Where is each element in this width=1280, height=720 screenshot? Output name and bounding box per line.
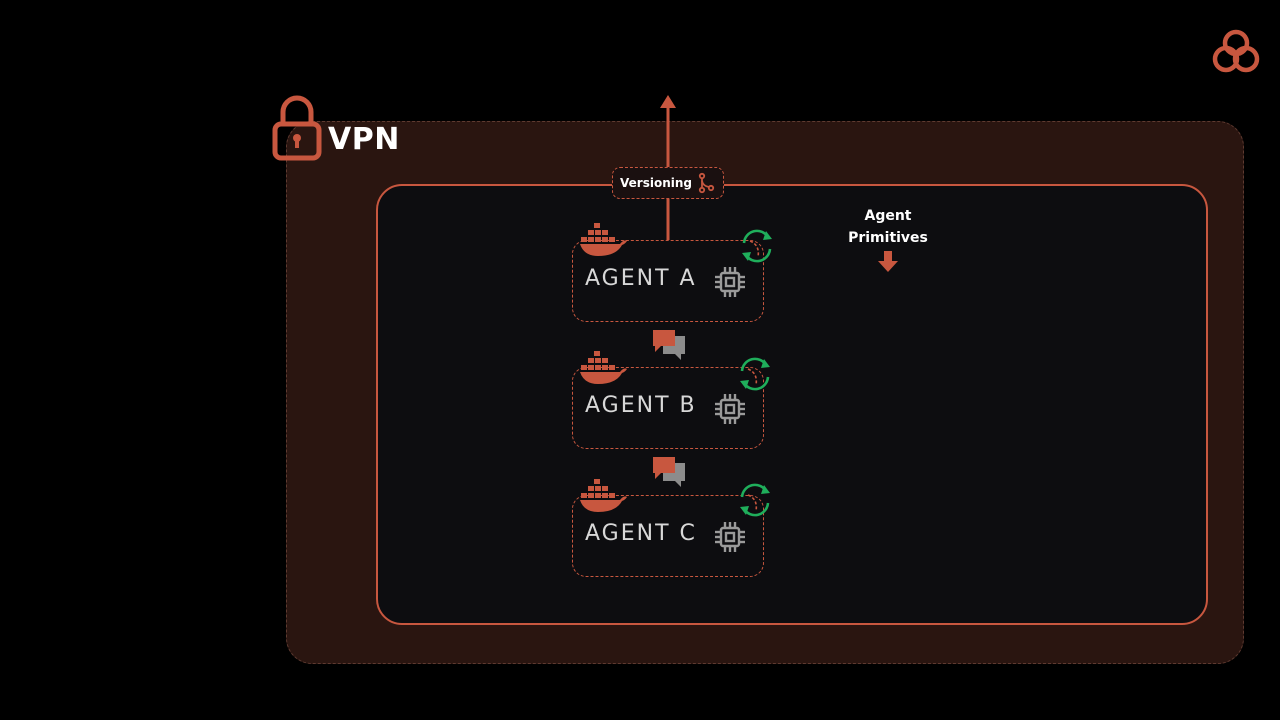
sync-icon bbox=[742, 229, 772, 263]
agent-label: AGENT A bbox=[585, 266, 697, 291]
chat-bubbles-icon bbox=[653, 457, 685, 487]
agent-card[interactable]: AGENT C bbox=[572, 495, 764, 577]
cpu-chip-icon bbox=[715, 394, 745, 424]
arrow-down-icon bbox=[878, 251, 898, 272]
git-branch-icon bbox=[698, 172, 715, 194]
agent-primitives-label: Agent Primitives bbox=[828, 205, 948, 249]
chat-bubbles-icon bbox=[653, 330, 685, 360]
sync-icon bbox=[740, 483, 770, 517]
cpu-chip-icon bbox=[715, 522, 745, 552]
agent-environment-box bbox=[376, 184, 1208, 625]
primitives-line-2: Primitives bbox=[848, 230, 928, 246]
agent-label: AGENT C bbox=[585, 521, 697, 546]
vpn-label: VPN bbox=[328, 122, 400, 157]
brand-knot-icon bbox=[1212, 29, 1260, 73]
docker-icon bbox=[580, 479, 627, 512]
versioning-badge: Versioning bbox=[612, 167, 724, 199]
lock-icon bbox=[272, 95, 322, 161]
docker-icon bbox=[580, 223, 627, 256]
agent-card[interactable]: AGENT B bbox=[572, 367, 764, 449]
docker-icon bbox=[580, 351, 627, 384]
cpu-chip-icon bbox=[715, 267, 745, 297]
agent-card[interactable]: AGENT A bbox=[572, 240, 764, 322]
primitives-line-1: Agent bbox=[864, 208, 912, 224]
agent-label: AGENT B bbox=[585, 393, 697, 418]
sync-icon bbox=[740, 357, 770, 391]
versioning-label: Versioning bbox=[620, 176, 692, 190]
